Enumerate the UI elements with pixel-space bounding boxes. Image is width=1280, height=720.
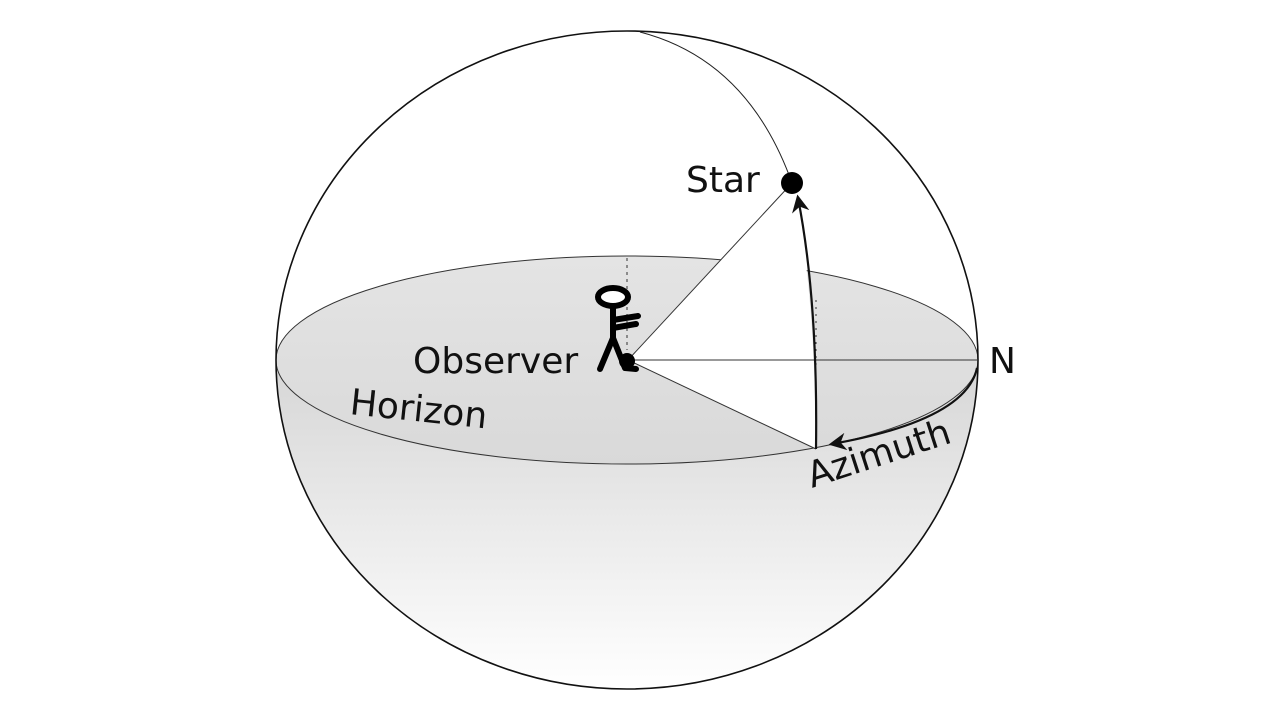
star-foot-line	[627, 359, 817, 450]
meridian-arc	[639, 31, 793, 184]
north-label: N	[989, 341, 1016, 382]
line-of-sight	[627, 182, 793, 361]
altitude-arrow	[792, 194, 818, 450]
altitude-plane	[628, 183, 816, 449]
azimuth-arrow	[828, 367, 979, 451]
star-marker	[781, 172, 803, 194]
observer-point	[619, 353, 635, 369]
star-label: Star	[686, 160, 760, 201]
observer-label: Observer	[413, 341, 578, 382]
